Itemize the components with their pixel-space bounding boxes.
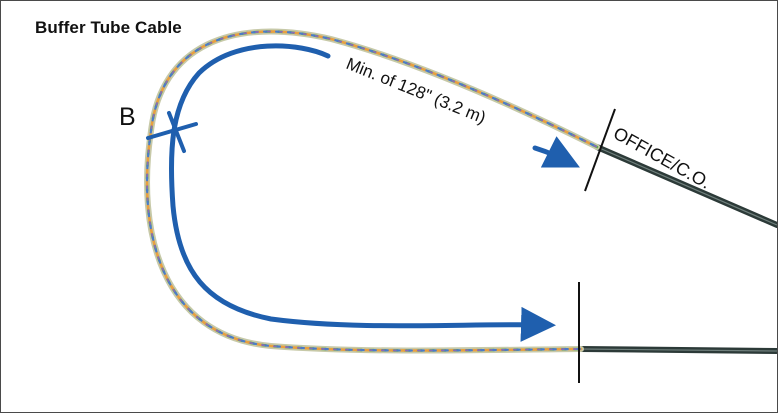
point-b-label: B: [119, 103, 136, 131]
office-cable-highlight: [596, 146, 777, 226]
distance-arrow: [532, 136, 580, 168]
office-boundary-marker: [584, 108, 616, 192]
lower-cable-highlight: [580, 348, 777, 352]
diagram-title: Buffer Tube Cable: [35, 18, 182, 37]
point-b-cross: [146, 111, 198, 153]
buffer-tube-strand: [144, 28, 600, 354]
upper-route-line: [168, 43, 556, 342]
